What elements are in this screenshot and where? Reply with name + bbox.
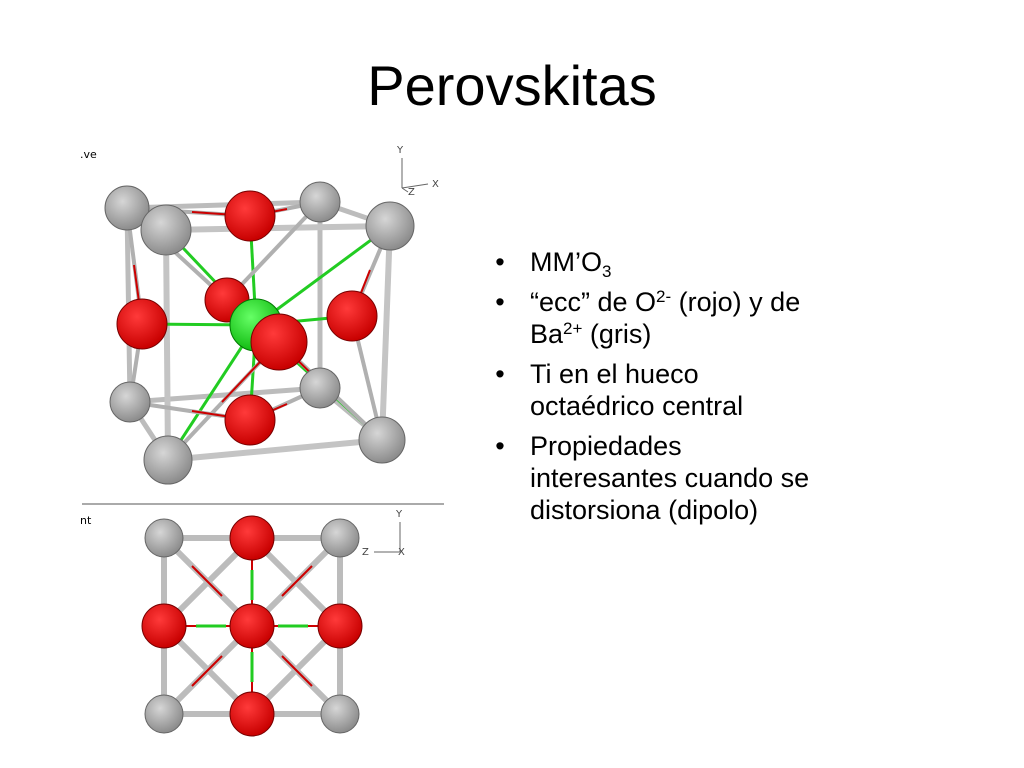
- bottom-axis-y: Y: [395, 509, 403, 520]
- barium-atom: [299, 367, 341, 409]
- top-axis-z: Z: [408, 187, 415, 198]
- bullet-text: octaédrico central: [530, 391, 744, 421]
- bullet-text: Propiedades: [530, 431, 682, 461]
- superscript: 2+: [563, 319, 583, 338]
- top-view-label: .ve: [80, 148, 97, 161]
- bullet-item: • Ti en el hueco octaédrico central: [488, 358, 1008, 422]
- bullet-text: (gris): [582, 319, 652, 349]
- oxygen-atom: [317, 603, 363, 649]
- bullet-item: • “ecc” de O2- (rojo) y de Ba2+ (gris): [488, 286, 1008, 350]
- barium-atom: [140, 204, 192, 256]
- oxygen-atom: [250, 313, 308, 371]
- oxygen-atom: [229, 515, 275, 561]
- barium-atom: [143, 435, 193, 485]
- oxygen-atom: [116, 298, 168, 350]
- bullet-glyph: •: [495, 287, 505, 317]
- front-view: [141, 515, 363, 737]
- perspective-view: [104, 181, 415, 485]
- top-axis-x: X: [432, 179, 439, 190]
- barium-atom: [320, 518, 360, 558]
- superscript: 2-: [656, 287, 672, 306]
- bullet-item: • Propiedades interesantes cuando se dis…: [488, 430, 1008, 526]
- top-axis-y: Y: [396, 145, 404, 156]
- bullet-text: distorsiona (dipolo): [530, 495, 759, 525]
- bullet-text: MM’O: [530, 247, 602, 277]
- bullet-glyph: •: [495, 359, 505, 389]
- barium-atom: [299, 181, 341, 223]
- bottom-axis-z: Z: [362, 547, 369, 558]
- bullet-text: interesantes cuando se: [530, 463, 810, 493]
- bullet-glyph: •: [495, 247, 505, 277]
- barium-atom: [144, 518, 184, 558]
- bullet-glyph: •: [495, 431, 505, 461]
- bullet-text: “ecc” de O: [530, 287, 657, 317]
- barium-atom: [144, 694, 184, 734]
- oxygen-atom-center: [229, 603, 275, 649]
- bullet-text: Ba: [530, 319, 564, 349]
- bottom-axes-indicator: Y Z X: [362, 509, 405, 558]
- oxygen-atom: [326, 290, 378, 342]
- barium-atom: [104, 185, 150, 231]
- oxygen-atom: [224, 190, 276, 242]
- barium-atom: [365, 201, 415, 251]
- barium-atom: [109, 381, 151, 423]
- bottom-view-label: nt: [80, 514, 92, 527]
- bullet-text: (rojo) y de: [671, 287, 801, 317]
- bullet-list: • MM’O3 • “ecc” de O2- (rojo) y de Ba2+ …: [488, 246, 1008, 534]
- perovskite-structure-figure: .ve Y X Z: [72, 140, 452, 765]
- barium-atom: [320, 694, 360, 734]
- slide-title: Perovskitas: [367, 54, 657, 117]
- bullet-text: Ti en el hueco: [530, 359, 699, 389]
- oxygen-atom: [229, 691, 275, 737]
- crystal-structure-svg: .ve Y X Z: [80, 145, 444, 737]
- top-axes-indicator: Y X Z: [396, 145, 439, 198]
- bullet-item: • MM’O3: [488, 246, 1008, 281]
- barium-atom: [358, 416, 406, 464]
- bottom-axis-x: X: [398, 547, 405, 558]
- oxygen-atom: [224, 394, 276, 446]
- subscript: 3: [601, 262, 612, 281]
- oxygen-atom: [141, 603, 187, 649]
